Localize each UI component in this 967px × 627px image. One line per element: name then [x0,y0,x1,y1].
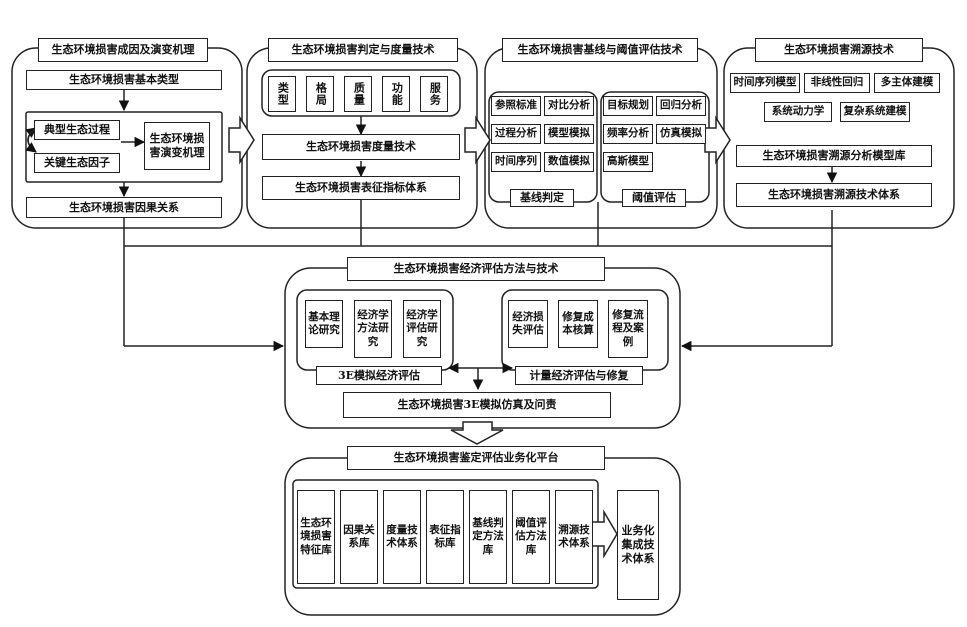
title-tracing: 生态环境损害溯源技术 [755,38,923,62]
box-causal: 生态环境损害因果关系 [26,197,222,218]
item-restoration-cost: 修复成本核算 [558,300,598,348]
method-multi-agent: 多主体建模 [874,73,940,93]
lib-causal: 因果关系库 [340,490,378,584]
item-reference-standard: 参照标准 [491,96,541,116]
title-measure: 生态环境损害判定与度量技术 [268,38,458,62]
box-indicator: 生态环境损害表征指标体系 [262,176,460,200]
item-time-series: 时间序列 [491,152,541,172]
item-economics-eval: 经济学评估研究 [403,300,441,358]
item-regression: 回归分析 [656,96,706,116]
lib-measure: 度量技术体系 [383,490,421,584]
method-system-dynamics: 系统动力学 [764,102,832,122]
item-simulation: 仿真模拟 [656,124,706,144]
lib-threshold: 阈值评估方法库 [512,490,550,584]
item-restoration-process: 修复流程及案例 [608,300,648,358]
title-baseline: 生态环境损害基线与阈值评估技术 [502,38,698,62]
method-nonlinear-regression: 非线性回归 [804,73,870,93]
cat-pattern: 格局 [306,76,334,112]
box-basic-types: 生态环境损害基本类型 [26,70,222,90]
label-threshold: 阈值评估 [622,189,686,207]
item-goal-planning: 目标规划 [603,96,653,116]
method-complex-system: 复杂系统建模 [840,102,910,122]
item-comparison: 对比分析 [544,96,594,116]
cat-type: 类型 [268,76,296,112]
box-3e-accountability: 生态环境损害3E模拟仿真及问责 [343,392,611,418]
item-economics-method: 经济学方法研究 [354,300,392,358]
box-tech-system: 生态环境损害溯源技术体系 [736,183,932,207]
box-typical-process: 典型生态过程 [34,120,120,140]
item-gaussian: 高斯模型 [603,152,653,172]
label-baseline: 基线判定 [510,189,574,207]
arrow-1-2 [228,115,255,165]
box-measure: 生态环境损害度量技术 [262,134,460,160]
item-numerical-sim: 数值模拟 [544,152,594,172]
lib-tracing: 溯源技术体系 [555,490,593,584]
box-key-factor: 关键生态因子 [34,153,120,173]
box-business-integration: 业务化集成技术体系 [617,490,659,600]
arrow-5-6 [450,421,504,445]
label-econometric: 计量经济评估与修复 [515,366,643,385]
item-frequency: 频率分析 [603,124,653,144]
item-process-analysis: 过程分析 [491,124,541,144]
label-3e: 3E模拟经济评估 [316,366,442,385]
cat-quality: 质量 [344,76,372,112]
lib-baseline: 基线判定方法库 [469,490,507,584]
lib-feature: 生态环境损害特征库 [297,490,335,584]
title-platform: 生态环境损害鉴定评估业务化平台 [347,446,605,470]
cat-function: 功能 [382,76,410,112]
box-evolution: 生态环境损害演变机理 [144,122,210,170]
arrow-2-3 [464,115,491,165]
item-economic-loss: 经济损失评估 [508,300,548,348]
arrow-items-result [591,509,618,559]
cat-service: 服务 [420,76,448,112]
item-model-sim: 模型模拟 [544,124,594,144]
method-time-series-model: 时间序列模型 [730,73,800,93]
box-model-lib: 生态环境损害溯源分析模型库 [736,145,932,167]
title-economic: 生态环境损害经济评估方法与技术 [347,257,605,281]
arrow-3-4 [704,115,731,165]
title-causes: 生态环境损害成因及演变机理 [38,38,208,62]
item-basic-theory: 基本理论研究 [305,300,343,348]
lib-indicator: 表征指标库 [426,490,464,584]
